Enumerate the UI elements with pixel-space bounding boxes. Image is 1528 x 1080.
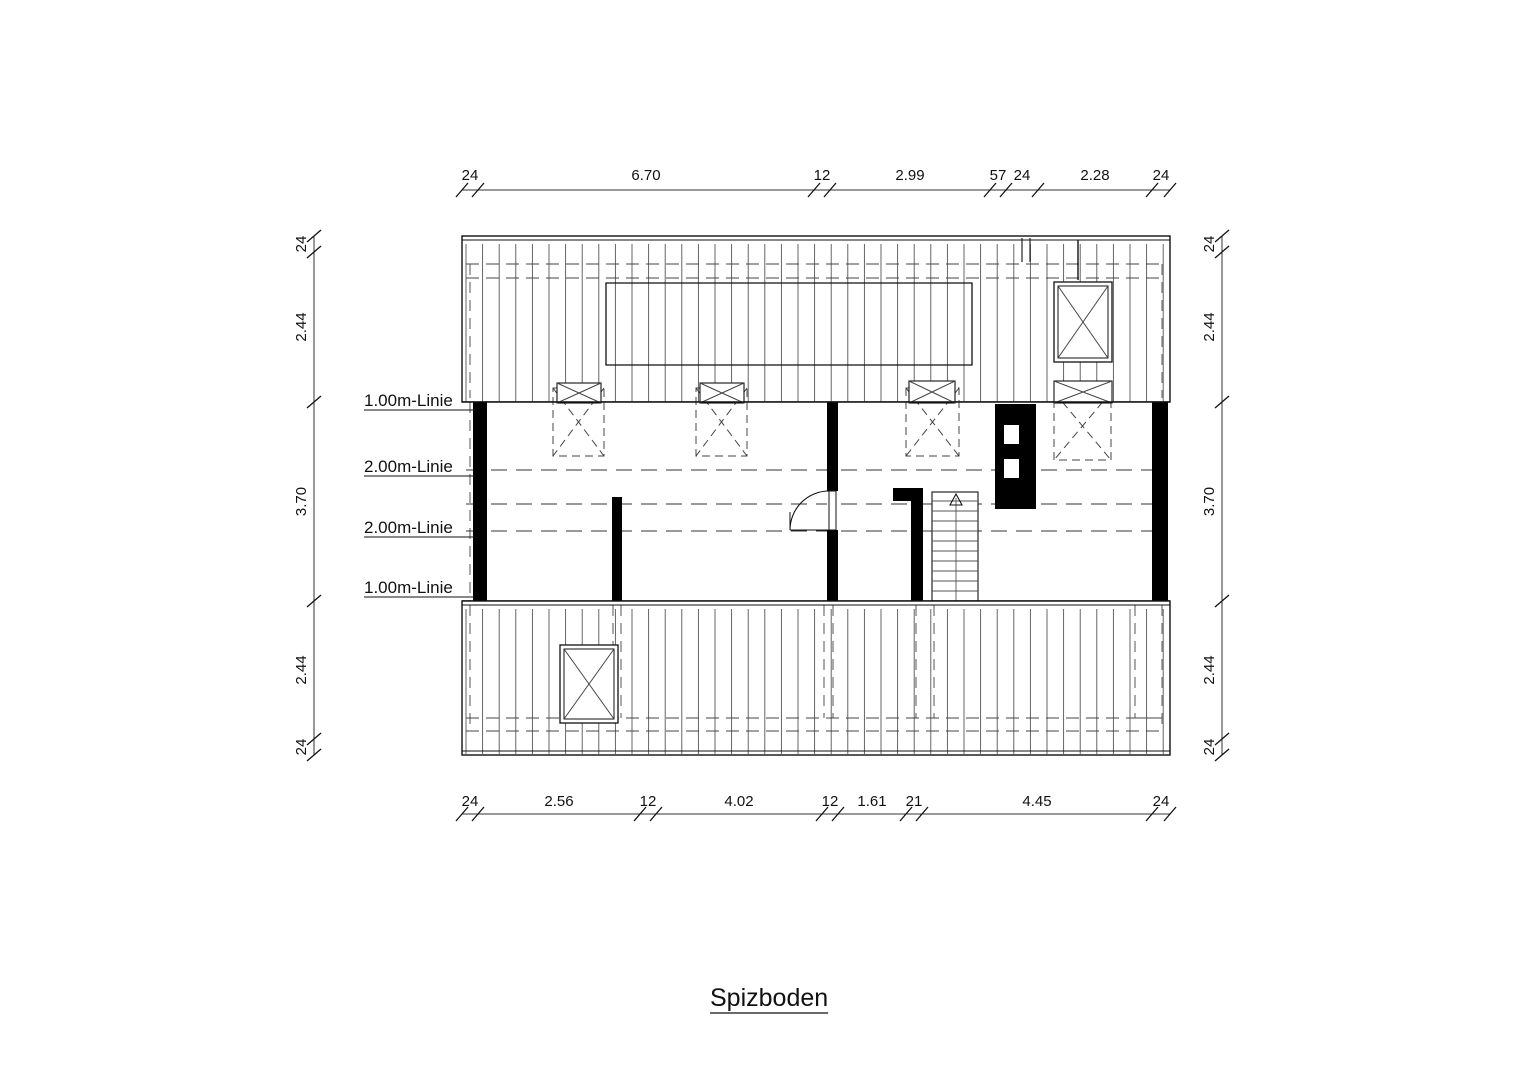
upper-roof-hatch <box>465 238 1166 402</box>
dimension-label-top: 57 <box>990 167 1007 184</box>
dimension-label-right: 2.44 <box>1201 312 1218 341</box>
dimension-label-right: 3.70 <box>1201 487 1218 516</box>
door-swing-arc <box>789 490 830 531</box>
wall-exterior-right <box>1152 402 1168 601</box>
dimension-label-bottom: 4.02 <box>724 793 753 810</box>
skylight-projections-upper <box>552 380 1113 461</box>
dimension-label-bottom: 21 <box>906 793 923 810</box>
skylight-dashed-2 <box>695 382 748 457</box>
dimension-label-left: 24 <box>293 739 310 756</box>
wall-partition-stub <box>612 497 622 601</box>
upper-roof-field <box>461 235 1171 403</box>
dimension-label-bottom: 1.61 <box>857 793 886 810</box>
height-line-label-1: 1.00m-Linie <box>364 391 476 411</box>
dimension-label-top: 24 <box>462 167 479 184</box>
staircase <box>931 491 979 602</box>
dimension-label-bottom: 12 <box>822 793 839 810</box>
skylight-dashed-4 <box>1053 380 1113 461</box>
skylight-dashed-1 <box>552 382 605 457</box>
dimension-label-right: 2.44 <box>1201 655 1218 684</box>
dimension-label-bottom: 2.56 <box>544 793 573 810</box>
dimension-label-top: 24 <box>1153 167 1170 184</box>
wall-stair-head <box>893 488 923 501</box>
middle-band <box>462 402 1170 601</box>
skylight-lower-left <box>559 644 619 724</box>
stair-up-arrow-icon <box>949 492 963 506</box>
dimension-label-left: 2.44 <box>293 312 310 341</box>
height-line-label-4: 1.00m-Linie <box>364 578 476 598</box>
height-line-label-text: 2.00m-Linie <box>364 457 453 476</box>
flue-void-upper <box>1004 425 1019 444</box>
dimension-label-left: 3.70 <box>293 487 310 516</box>
dimension-label-right: 24 <box>1201 236 1218 253</box>
dimension-chain-top: 24 6.70 12 2.99 57 24 2.28 24 <box>455 167 1177 198</box>
dimension-label-top: 12 <box>814 167 831 184</box>
height-line-label-text: 1.00m-Linie <box>364 391 453 410</box>
dimension-label-bottom: 24 <box>462 793 479 810</box>
height-line-label-2: 2.00m-Linie <box>364 457 476 477</box>
dimension-label-left: 2.44 <box>293 655 310 684</box>
dimension-chain-right: 24 2.44 3.70 2.44 24 <box>1201 229 1230 762</box>
dimension-chain-left: 24 2.44 3.70 2.44 24 <box>293 229 322 762</box>
wall-exterior-left <box>473 402 487 601</box>
dimension-label-bottom: 24 <box>1153 793 1170 810</box>
height-line-label-text: 2.00m-Linie <box>364 518 453 537</box>
dimension-label-left: 24 <box>293 236 310 253</box>
dimension-chain-bottom: 24 2.56 12 4.02 12 1.61 21 4.45 24 <box>455 793 1177 822</box>
dimension-label-top: 24 <box>1014 167 1031 184</box>
height-line-labels: 1.00m-Linie 2.00m-Linie 2.00m-Linie 1.00… <box>364 391 476 598</box>
dimension-label-top: 2.99 <box>895 167 924 184</box>
page-title: Spizboden <box>710 984 828 1012</box>
dimension-label-right: 24 <box>1201 739 1218 756</box>
dimension-label-bottom: 4.45 <box>1022 793 1051 810</box>
skylight-dashed-3 <box>905 380 960 457</box>
dimension-label-bottom: 12 <box>640 793 657 810</box>
height-line-label-3: 2.00m-Linie <box>364 518 476 538</box>
dimension-label-top: 6.70 <box>631 167 660 184</box>
skylight-upper-right <box>1053 281 1113 363</box>
drawing-title: Spizboden <box>710 984 829 1014</box>
height-line-label-text: 1.00m-Linie <box>364 578 453 597</box>
dimension-label-top: 2.28 <box>1080 167 1109 184</box>
flue-void-lower <box>1004 459 1019 478</box>
wall-stair-side <box>911 488 923 601</box>
chimney-block <box>995 404 1036 509</box>
